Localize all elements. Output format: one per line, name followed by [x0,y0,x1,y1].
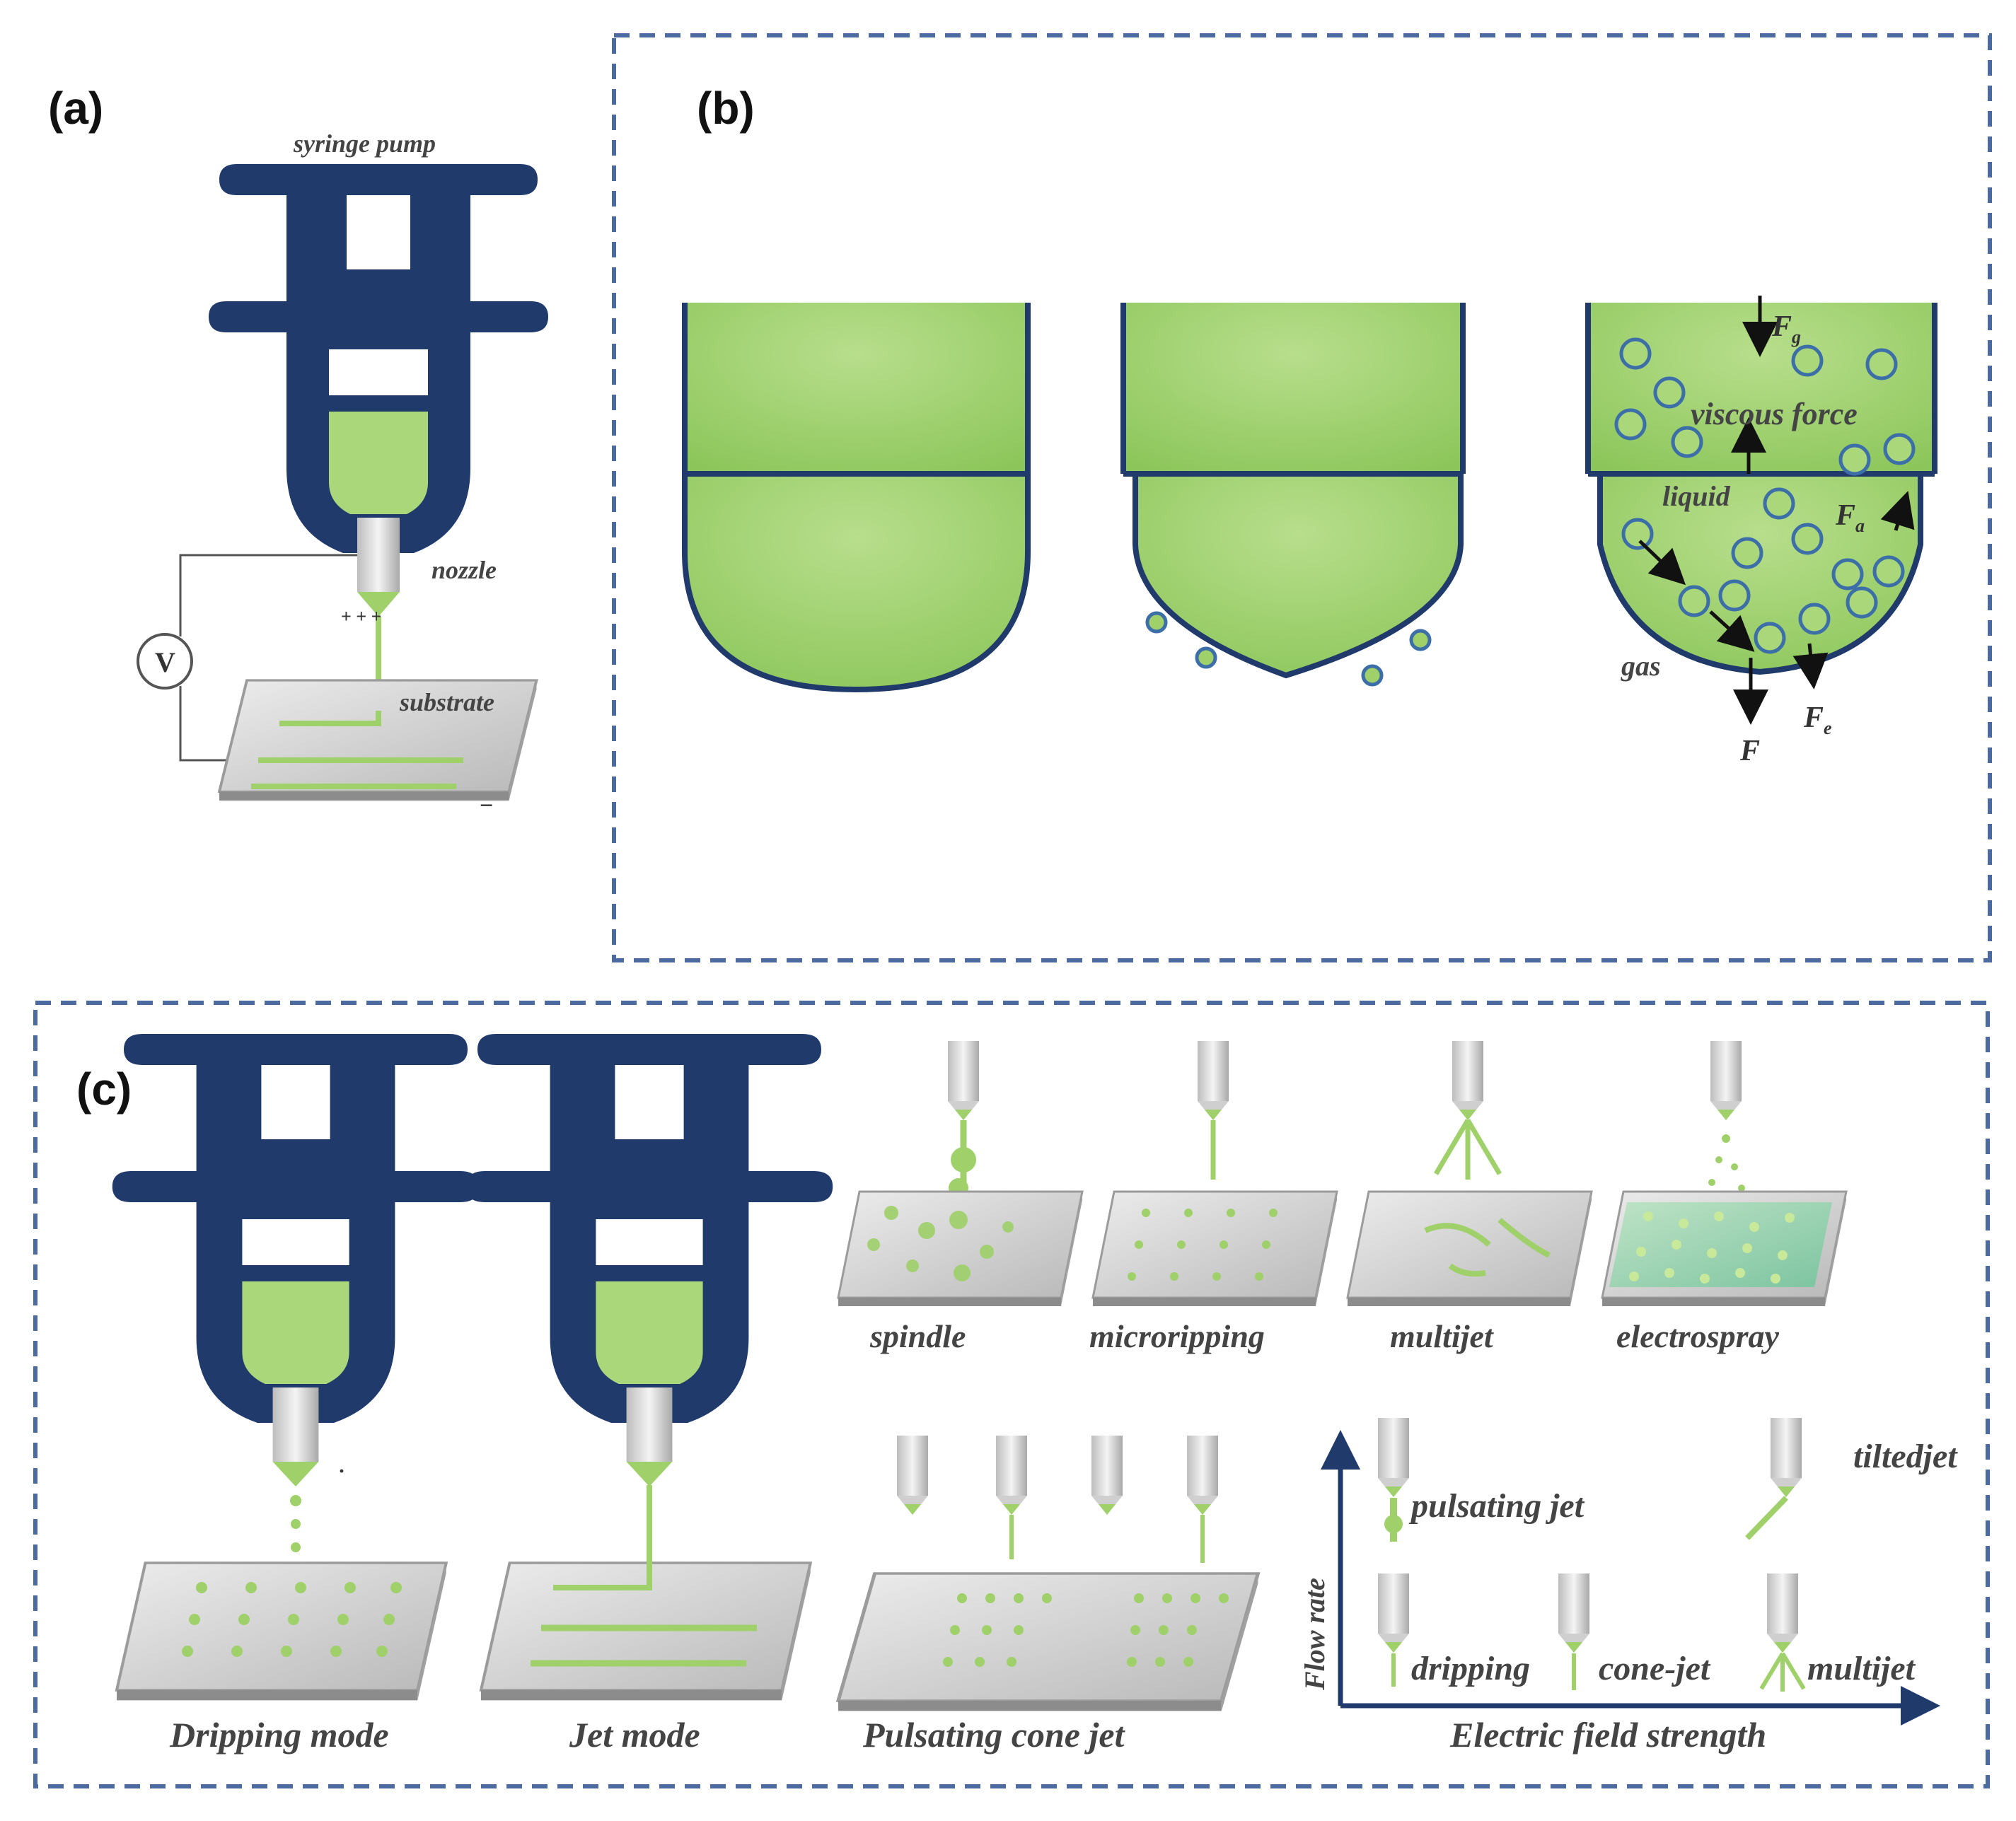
mode-label-microripping: microripping [1089,1318,1265,1354]
panel-c-border [33,1001,1990,1788]
svg-text:F: F [1739,735,1760,767]
tiltedjet-label: tiltedjet [1853,1438,1958,1475]
pulsating-cone-jet: Pulsating cone jet [838,1436,1258,1755]
viscous-force-label: viscous force [1691,397,1858,431]
substrate-minus: − [480,793,493,819]
field-strength-label: Electric field strength [1449,1715,1766,1755]
pulsating-cone-jet-label: Pulsating cone jet [862,1715,1126,1755]
dripping-mode-label: Dripping mode [169,1715,389,1755]
syringe-pump [209,164,548,617]
force-g-sub: g [1791,327,1801,347]
mode-label-multijet: multijet [1390,1318,1494,1354]
jet-plate [481,1563,811,1700]
force-a-sub: a [1855,516,1865,536]
voltage-symbol: V [155,646,175,678]
cone-jet-label: cone-jet [1599,1650,1711,1687]
force-e-symbol: F [1803,702,1824,734]
mode-electrospray: electrospray [1601,1041,1848,1354]
mode-spindle: spindle [837,1041,1084,1354]
meniscus-pointed [1120,303,1466,687]
nozzle-label: nozzle [431,556,497,584]
dripping-syringe [112,1034,480,1487]
mode-multijet: multijet [1346,1041,1593,1354]
force-g-symbol: F [1771,310,1792,343]
mode-label-spindle: spindle [869,1318,966,1354]
meniscus-forces: viscous force liquid gas Fg Fa Fe F [1585,296,1937,767]
panel-a-label: (a) [48,83,103,134]
panel-b-border [612,33,1992,962]
force-e-sub: e [1824,718,1832,738]
panel-b-label: (b) [697,83,755,134]
dripping-droplets [290,1495,301,1552]
panel-c-label: (c) [76,1064,132,1115]
charge-signs: + + + [341,606,381,627]
force-bottom-symbol: F [1739,735,1760,767]
panel-a: (a) syringe pump + + + nozzle V substrat… [48,83,548,819]
syringe-pump-label: syringe pump [293,129,436,158]
mode-microripping: microripping [1089,1041,1338,1354]
svg-text:Fa: Fa [1835,499,1865,536]
panel-c: (c) · Dripping mode Jet mode [33,1001,1990,1788]
printed-line-1 [279,711,381,726]
substrate-label: substrate [399,688,494,716]
dripping-label: dripping [1411,1650,1530,1687]
force-labels: Fg Fa Fe F [1739,310,1865,767]
charges [1614,337,1916,654]
flow-rate-label: Flow rate [1299,1578,1331,1691]
force-a-symbol: F [1835,499,1855,532]
svg-text:·: · [338,1460,345,1483]
liquid-label: liquid [1662,480,1731,512]
pulsating-jet-label: pulsating jet [1408,1487,1585,1525]
svg-text:Fg: Fg [1771,310,1801,347]
meniscus-round [682,303,1031,693]
panel-b: (b) [612,33,1992,962]
jet-syringe [465,1034,833,1487]
dripping-dots [182,1582,402,1657]
mode-label-electrospray: electrospray [1616,1318,1780,1354]
voltage-source [137,633,193,690]
gas-label: gas [1621,650,1661,682]
jet-mode-label: Jet mode [569,1715,700,1755]
mode-map: Flow rate Electric field strength pulsat… [1299,1418,1958,1755]
multijet-label: multijet [1807,1650,1916,1687]
svg-text:Fe: Fe [1803,702,1832,738]
circuit-wire-top [179,554,357,636]
